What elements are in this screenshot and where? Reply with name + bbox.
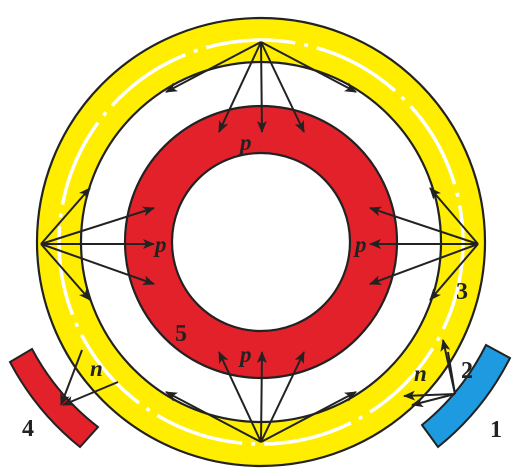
inner-ring	[123, 104, 399, 380]
normal-label-right: n	[414, 361, 427, 386]
pressure-label-bottom: p	[238, 342, 252, 367]
part-label-1: 1	[490, 417, 502, 443]
part-label-2: 2	[461, 358, 473, 384]
top-arrow-fan	[165, 41, 357, 133]
pressure-label-right: p	[353, 232, 367, 257]
outer-ring-dashed-boundary	[57, 38, 465, 446]
part-label-5: 5	[175, 321, 187, 347]
normal-label-left: n	[90, 356, 103, 381]
bottom-arrow-fan	[165, 351, 357, 443]
left-arrow-fan	[40, 187, 155, 301]
part-label-3: 3	[456, 279, 468, 305]
right-segment	[420, 343, 512, 449]
part-label-4: 4	[22, 416, 34, 442]
right-normal-arrows	[403, 339, 456, 408]
left-normal-arrows	[60, 349, 119, 406]
right-arrow-fan	[369, 187, 479, 301]
left-segment	[8, 347, 100, 449]
pressure-label-top: p	[238, 130, 252, 155]
pressure-label-left: p	[153, 232, 167, 257]
